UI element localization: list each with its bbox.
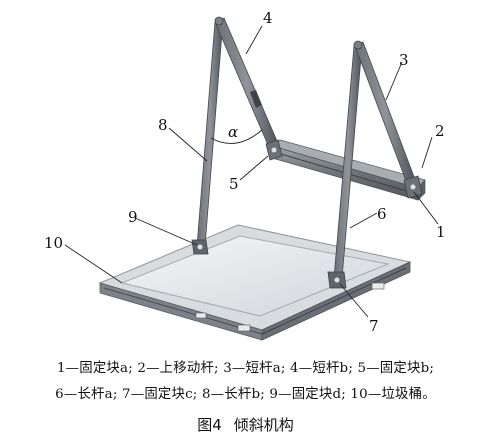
fixed-block-c — [327, 271, 347, 289]
callout-8: 8 — [158, 116, 168, 134]
figure-number: 图4 — [197, 416, 222, 434]
callout-5: 5 — [229, 175, 239, 193]
angle-alpha-label: α — [228, 123, 238, 141]
trash-can-tray — [98, 224, 412, 341]
legend-line-2: 6—长杆a; 7—固定块c; 8—长杆b; 9—固定块d; 10—垃圾桶。 — [55, 387, 436, 402]
callout-3: 3 — [399, 51, 409, 69]
leader-lines — [64, 25, 439, 318]
callout-4: 4 — [263, 9, 273, 27]
fixed-block-a — [403, 175, 423, 199]
top-hinge-right — [353, 40, 363, 50]
mechanism-diagram: 4 3 2 8 α 5 6 9 1 10 7 — [44, 9, 446, 341]
callout-6: 6 — [377, 205, 387, 223]
fixed-block-d — [191, 239, 209, 255]
fixed-block-b — [265, 139, 283, 161]
callout-1: 1 — [436, 223, 446, 241]
long-rod-b — [196, 19, 224, 247]
figure-title: 倾斜机构 — [233, 416, 294, 434]
angle-arc — [210, 129, 263, 144]
callout-10: 10 — [44, 234, 63, 252]
legend-line-1: 1—固定块a; 2—上移动杆; 3—短杆a; 4—短杆b; 5—固定块b; — [56, 361, 435, 376]
figure-caption: 图4 倾斜机构 — [0, 414, 491, 435]
callout-7: 7 — [369, 317, 379, 335]
top-hinge-left — [214, 16, 224, 26]
callout-9: 9 — [128, 208, 138, 226]
callout-2: 2 — [435, 122, 445, 140]
short-rod-b — [214, 17, 281, 153]
